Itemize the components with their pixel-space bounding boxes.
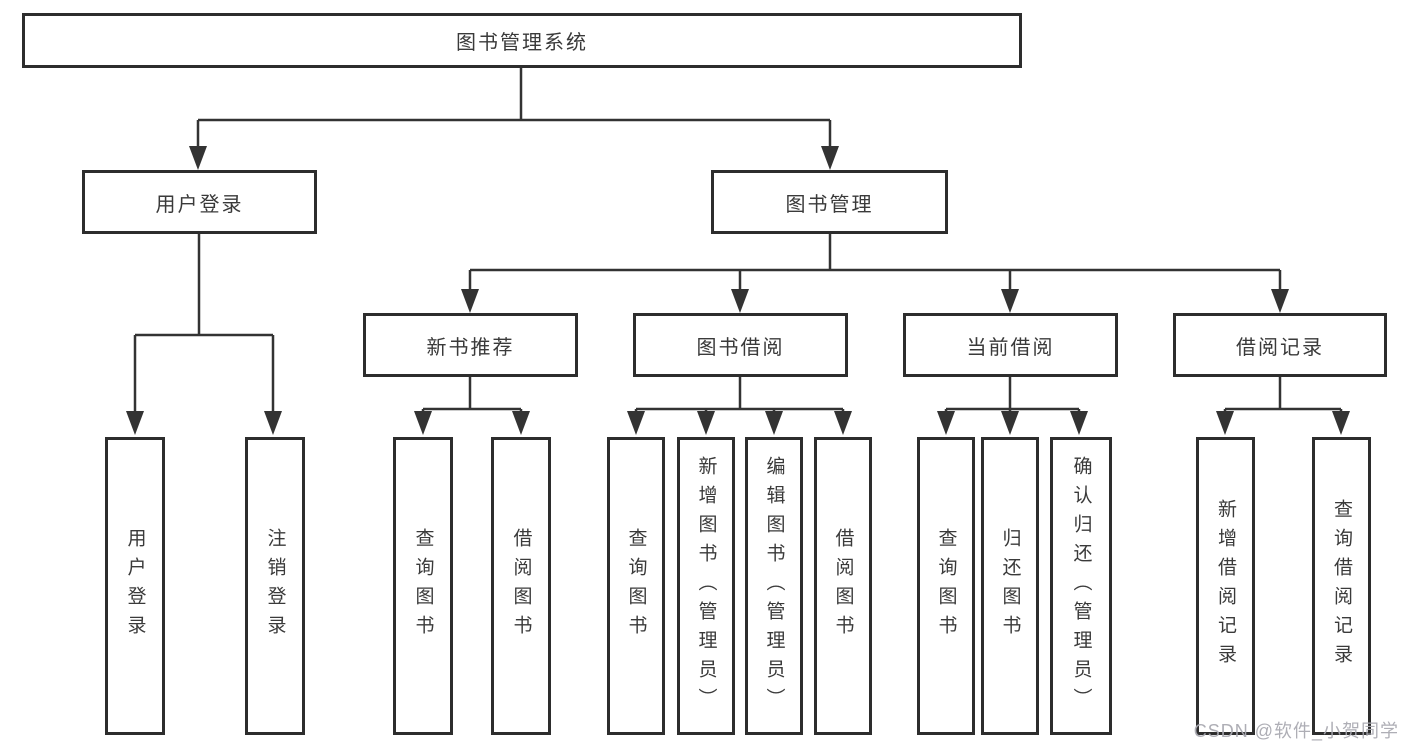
leaf-logout-label: 注销登录: [264, 528, 286, 644]
node-book-management-label: 图书管理: [785, 193, 874, 216]
leaf-query-books-recommend: 查询图书: [393, 437, 453, 735]
leaf-add-books-admin: 新增图书（管理员）: [677, 437, 735, 735]
node-borrow-records-label: 借阅记录: [1236, 336, 1324, 359]
leaf-query-books-borrow: 查询图书: [607, 437, 665, 735]
leaf-user-login: 用户登录: [105, 437, 165, 735]
csdn-watermark: CSDN @软件_小贺同学: [1193, 721, 1399, 741]
leaf-return-books-label: 归还图书: [999, 528, 1021, 644]
node-borrow-records: 借阅记录: [1173, 313, 1387, 377]
node-current-borrow-label: 当前借阅: [966, 336, 1055, 359]
leaf-add-borrow-record: 新增借阅记录: [1196, 437, 1255, 735]
node-root-system: 图书管理系统: [22, 13, 1022, 68]
leaf-query-books-borrow-label: 查询图书: [625, 528, 647, 644]
leaf-user-login-label: 用户登录: [124, 528, 146, 644]
leaf-confirm-return-admin: 确认归还（管理员）: [1050, 437, 1112, 735]
node-new-book-recommend-label: 新书推荐: [426, 336, 515, 359]
node-book-borrow-label: 图书借阅: [696, 336, 785, 359]
leaf-confirm-return-admin-label: 确认归还（管理员）: [1070, 455, 1092, 717]
node-new-book-recommend: 新书推荐: [363, 313, 578, 377]
leaf-edit-books-admin: 编辑图书（管理员）: [745, 437, 803, 735]
leaf-query-books-recommend-label: 查询图书: [412, 528, 434, 644]
leaf-borrow-books-label: 借阅图书: [832, 528, 854, 644]
leaf-return-books: 归还图书: [981, 437, 1039, 735]
connector-arrowheads: [126, 146, 1350, 435]
leaf-query-books-current-label: 查询图书: [935, 528, 957, 644]
leaf-logout: 注销登录: [245, 437, 305, 735]
leaf-add-books-admin-label: 新增图书（管理员）: [695, 455, 717, 717]
leaf-query-books-current: 查询图书: [917, 437, 975, 735]
node-user-login: 用户登录: [82, 170, 317, 234]
node-book-management: 图书管理: [711, 170, 948, 234]
leaf-edit-books-admin-label: 编辑图书（管理员）: [763, 455, 785, 717]
node-book-borrow: 图书借阅: [633, 313, 848, 377]
node-user-login-label: 用户登录: [155, 193, 244, 216]
node-root-system-label: 图书管理系统: [456, 32, 588, 54]
leaf-query-borrow-record: 查询借阅记录: [1312, 437, 1371, 735]
leaf-borrow-books: 借阅图书: [814, 437, 872, 735]
leaf-borrow-books-recommend: 借阅图书: [491, 437, 551, 735]
node-current-borrow: 当前借阅: [903, 313, 1118, 377]
leaf-add-borrow-record-label: 新增借阅记录: [1215, 499, 1236, 673]
leaf-query-borrow-record-label: 查询借阅记录: [1331, 499, 1352, 673]
leaf-borrow-books-recommend-label: 借阅图书: [510, 528, 532, 644]
